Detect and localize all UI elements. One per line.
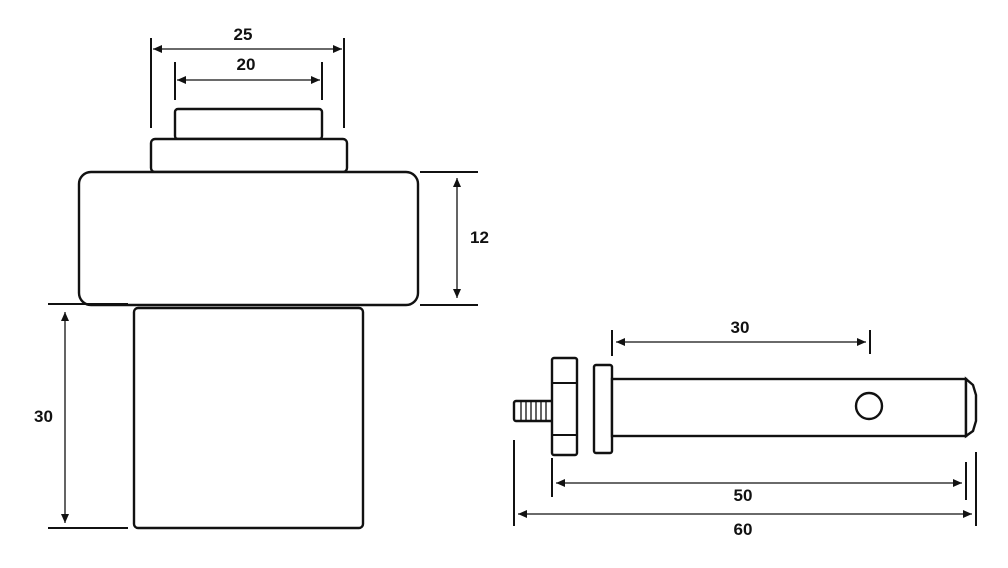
- dimension-30-base: 30: [34, 303, 128, 529]
- front-view: 25 20 12 30: [34, 25, 489, 530]
- shaft-body: [610, 377, 968, 438]
- dimension-50-label: 50: [734, 486, 753, 505]
- hex-nut: [550, 356, 579, 457]
- dimension-60-label: 60: [734, 520, 753, 539]
- main-body: [77, 170, 420, 307]
- collar: [149, 137, 349, 174]
- dimension-25-label: 25: [234, 25, 253, 44]
- shaft-end-tip: [964, 376, 978, 439]
- dimension-50: 50: [551, 458, 967, 505]
- side-view: 30 50 60: [512, 318, 978, 539]
- dimension-12: 12: [420, 171, 489, 306]
- dimension-60: 60: [513, 440, 977, 539]
- top-cap: [173, 107, 324, 141]
- washer: [592, 363, 614, 455]
- dimension-30-base-label: 30: [34, 407, 53, 426]
- dimension-20-label: 20: [237, 55, 256, 74]
- dimension-30-shaft-label: 30: [731, 318, 750, 337]
- base-block: [132, 306, 365, 530]
- dimension-25: 25: [150, 25, 345, 128]
- cross-hole: [854, 391, 884, 421]
- dimension-12-label: 12: [470, 228, 489, 247]
- threaded-stud: [512, 399, 556, 423]
- dimension-30-shaft: 30: [611, 318, 871, 356]
- dimension-20: 20: [174, 55, 323, 100]
